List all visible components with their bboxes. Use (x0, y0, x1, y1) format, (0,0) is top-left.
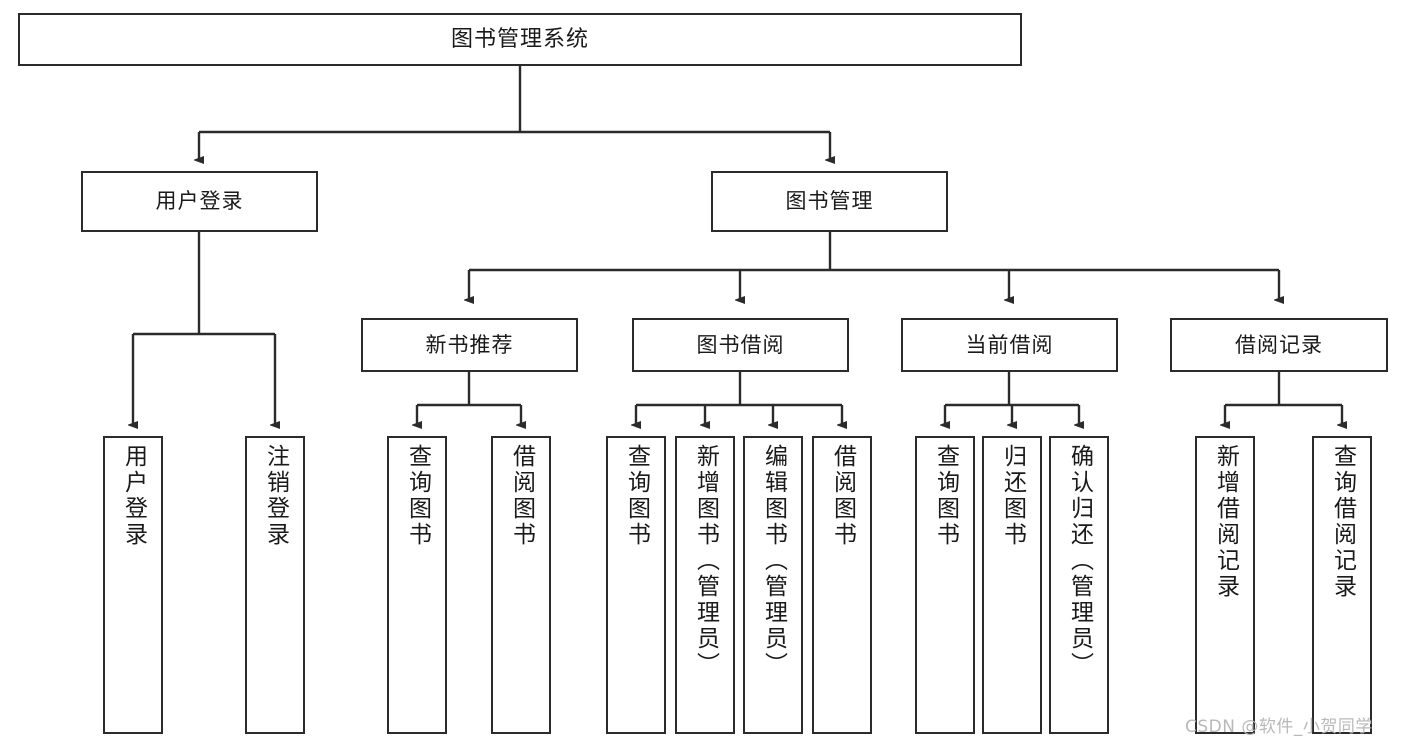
node-label: 图书管理系统 (450, 26, 589, 52)
node-label: 查询图书 (932, 444, 959, 548)
node-borrow-record[interactable]: 借阅记录 (1170, 318, 1388, 372)
node-label: 编辑图书（管理员） (760, 444, 787, 678)
leaf-record-add[interactable]: 新增借阅记录 (1195, 436, 1255, 734)
node-label: 查询借阅记录 (1329, 444, 1356, 600)
node-label: 注销登录 (262, 444, 289, 548)
leaf-current-return-book[interactable]: 归还图书 (982, 436, 1042, 734)
node-label: 借阅图书 (508, 444, 535, 548)
leaf-borrow-query-book[interactable]: 查询图书 (606, 436, 666, 734)
node-label: 新书推荐 (425, 332, 514, 357)
node-label: 新增借阅记录 (1212, 444, 1239, 600)
node-label: 用户登录 (120, 444, 147, 548)
leaf-user-login-signout[interactable]: 注销登录 (245, 436, 305, 734)
leaf-record-query[interactable]: 查询借阅记录 (1312, 436, 1372, 734)
node-label: 当前借阅 (965, 332, 1054, 357)
node-label: 借阅图书 (829, 444, 856, 548)
leaf-current-query-book[interactable]: 查询图书 (915, 436, 975, 734)
node-label: 归还图书 (999, 444, 1026, 548)
leaf-borrow-add-book[interactable]: 新增图书（管理员） (675, 436, 735, 734)
leaf-borrow-edit-book[interactable]: 编辑图书（管理员） (743, 436, 803, 734)
node-label: 查询图书 (404, 444, 431, 548)
node-label: 借阅记录 (1235, 332, 1323, 357)
node-current-borrow[interactable]: 当前借阅 (901, 318, 1118, 372)
node-book-borrow[interactable]: 图书借阅 (632, 318, 849, 372)
leaf-current-confirm-return[interactable]: 确认归还（管理员） (1049, 436, 1109, 734)
node-label: 图书管理 (785, 189, 874, 214)
node-label: 确认归还（管理员） (1066, 444, 1093, 678)
node-label: 用户登录 (155, 189, 244, 214)
node-root-system[interactable]: 图书管理系统 (18, 13, 1022, 66)
node-book-management[interactable]: 图书管理 (711, 171, 948, 232)
node-label: 新增图书（管理员） (692, 444, 719, 678)
leaf-borrow-borrow-book[interactable]: 借阅图书 (812, 436, 872, 734)
leaf-new-book-borrow[interactable]: 借阅图书 (491, 436, 551, 734)
leaf-new-book-query[interactable]: 查询图书 (387, 436, 447, 734)
node-label: 图书借阅 (696, 332, 785, 357)
node-new-book-recommend[interactable]: 新书推荐 (361, 318, 578, 372)
watermark: CSDN @软件_小贺同学 (1185, 717, 1373, 737)
leaf-user-login-signin[interactable]: 用户登录 (103, 436, 163, 734)
node-user-login[interactable]: 用户登录 (81, 171, 318, 232)
node-label: 查询图书 (623, 444, 650, 548)
